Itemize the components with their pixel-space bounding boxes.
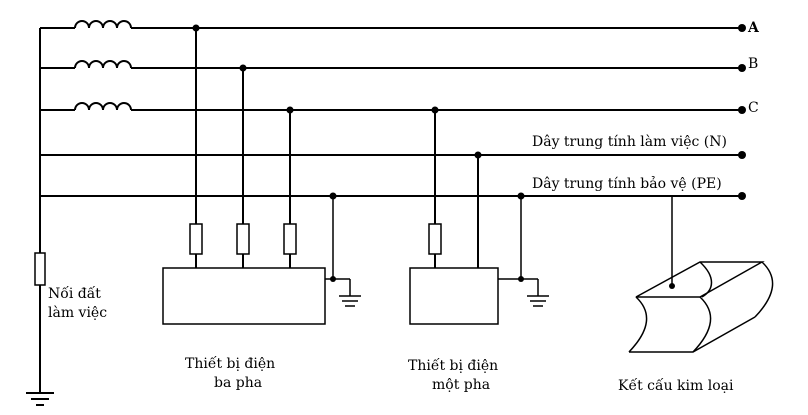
working-ground-label-2: làm việc [48,304,107,321]
phase-a-coil [74,20,132,29]
phase-c-label: C [748,100,759,116]
single-phase-fuse [428,223,442,255]
phase-b-line [40,60,746,72]
working-ground-label-1: Nối đất [48,285,101,302]
three-phase-device-label-2: ba pha [214,375,262,391]
three-phase-fuse-c [283,223,297,255]
metal-structure [628,196,774,353]
phase-a-line [40,20,746,32]
single-phase-device [409,106,549,325]
three-phase-device [162,24,361,325]
pe-line-label: Dây trung tính bảo vệ (PE) [532,175,722,192]
single-phase-device-label-2: một pha [432,377,490,393]
phase-c-coil [74,102,132,111]
metal-structure-label: Kết cấu kim loại [618,377,734,394]
phase-b-coil [74,60,132,69]
phase-a-label: A [747,20,760,36]
three-phase-fuse-b [236,223,250,255]
three-phase-device-label-1: Thiết bị điện [185,355,275,372]
working-ground-symbol [26,392,54,406]
working-ground-fuse [34,252,46,286]
neutral-line-label: Dây trung tính làm việc (N) [532,133,727,150]
phase-b-label: B [748,56,758,72]
single-phase-device-label-1: Thiết bị điện [408,357,498,374]
single-phase-device-box [409,267,499,325]
three-phase-fuse-a [189,223,203,255]
three-phase-device-box [162,267,326,325]
phase-c-line [40,102,746,114]
